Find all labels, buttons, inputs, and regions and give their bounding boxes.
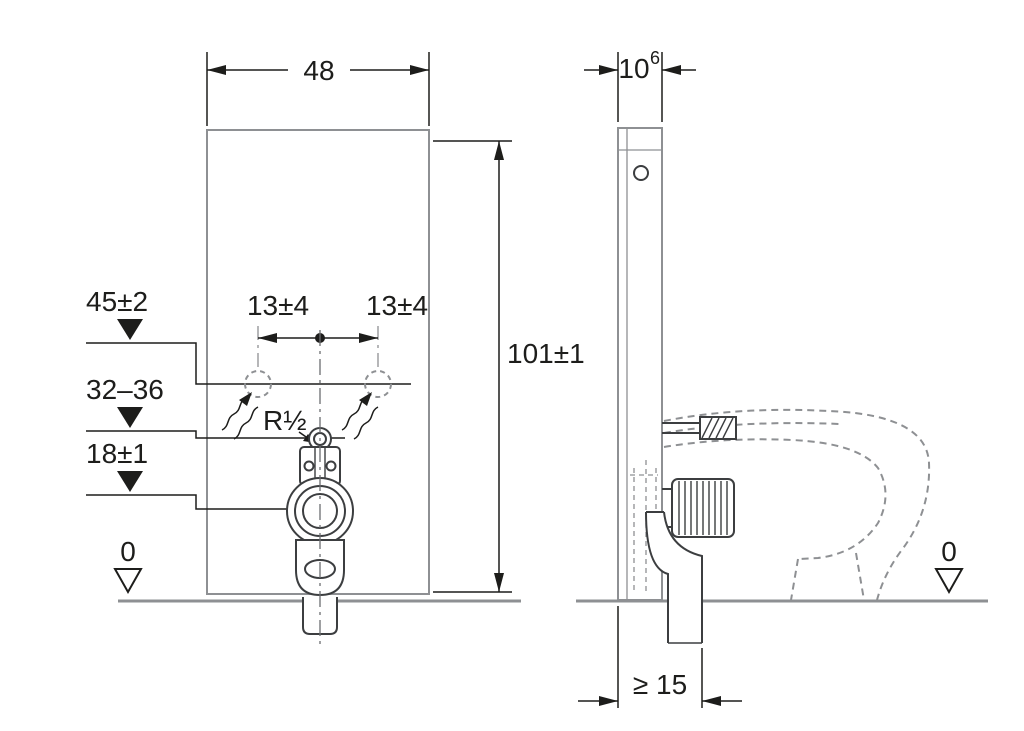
floor-zero-label: 0: [120, 536, 136, 567]
arrowhead: [410, 65, 429, 75]
arrowhead: [239, 392, 252, 406]
offset-left-label: 13±4: [247, 290, 309, 321]
supply-height-label: 45±2: [86, 286, 148, 317]
leader-line: [86, 494, 288, 510]
pan-foot-back: [855, 552, 865, 601]
arrowhead: [359, 392, 372, 406]
arrowhead: [702, 696, 721, 706]
fixing-hole-left: [244, 370, 272, 398]
arrowhead: [599, 65, 618, 75]
supply-pipe: [662, 416, 737, 440]
level-triangle: [117, 407, 143, 428]
actuator-knob: [633, 165, 649, 181]
depth-dimension: 10 6: [584, 48, 696, 122]
arrowhead: [359, 333, 378, 343]
width-dimension: 48: [206, 52, 430, 126]
fixing-holes: [221, 326, 392, 440]
wavy-arrow-shaft: [341, 397, 367, 431]
clearance-dimension: ≥ 15: [578, 606, 742, 708]
wavy-arrow-shaft: [233, 406, 259, 440]
toilet-pan-outline: [663, 408, 931, 601]
pan-foot-front: [790, 558, 799, 601]
fixing-hole-right: [364, 370, 392, 398]
bracket-bolt: [303, 460, 315, 472]
pan-outer-profile: [663, 408, 931, 601]
hatch: [722, 417, 734, 439]
fixing-hole-pointer-right: [341, 392, 379, 440]
floor-zero-label: 0: [941, 536, 957, 567]
width-label: 48: [303, 55, 334, 86]
offset-right-label: 13±4: [366, 290, 428, 321]
fixing-hole-pointer-left: [221, 392, 259, 440]
outlet-height-callout: 18±1: [86, 438, 288, 510]
arrowhead: [662, 65, 681, 75]
pan-inner-profile: [663, 438, 887, 560]
arrowhead: [494, 141, 504, 160]
hatch: [701, 417, 713, 439]
floor-zero-front: 0: [113, 536, 143, 595]
leader-line: [86, 430, 345, 439]
wavy-arrow-shaft: [221, 397, 247, 431]
fixing-height-label: 32–36: [86, 374, 164, 405]
front-view: 48 101±1 45±2 32–36 18±1: [86, 52, 585, 648]
bracket-bolt: [325, 460, 337, 472]
level-triangle: [117, 471, 143, 492]
elbow-fill: [646, 512, 702, 643]
arrowhead: [258, 333, 277, 343]
height-dimension: 101±1: [433, 140, 585, 593]
arrowhead: [599, 696, 618, 706]
arrowhead: [207, 65, 226, 75]
clearance-label: ≥ 15: [633, 669, 687, 700]
fixing-height-callout: 32–36: [86, 374, 345, 439]
leader-line: [86, 342, 411, 385]
pan-seat-line: [663, 422, 841, 434]
floor-level-triangle: [934, 568, 964, 595]
wavy-arrow-shaft: [353, 406, 379, 440]
height-label: 101±1: [507, 338, 585, 369]
supply-height-callout: 45±2: [86, 286, 411, 385]
elbow-inner: [663, 511, 703, 643]
drain-elbow: [645, 511, 703, 644]
side-view: 10 6 ≥ 15 0: [576, 48, 988, 708]
level-triangle: [117, 319, 143, 340]
floor-level-triangle: [113, 568, 143, 595]
radius-label: R½: [263, 405, 307, 436]
floor-zero-side: 0: [934, 536, 964, 595]
flush-connector: [662, 478, 735, 538]
depth-superscript: 6: [650, 48, 660, 68]
arrowhead: [494, 573, 504, 592]
outlet-height-label: 18±1: [86, 438, 148, 469]
depth-label: 10: [618, 53, 649, 84]
hatch: [715, 417, 727, 439]
hatch: [708, 417, 720, 439]
elbow-outer: [645, 511, 669, 643]
